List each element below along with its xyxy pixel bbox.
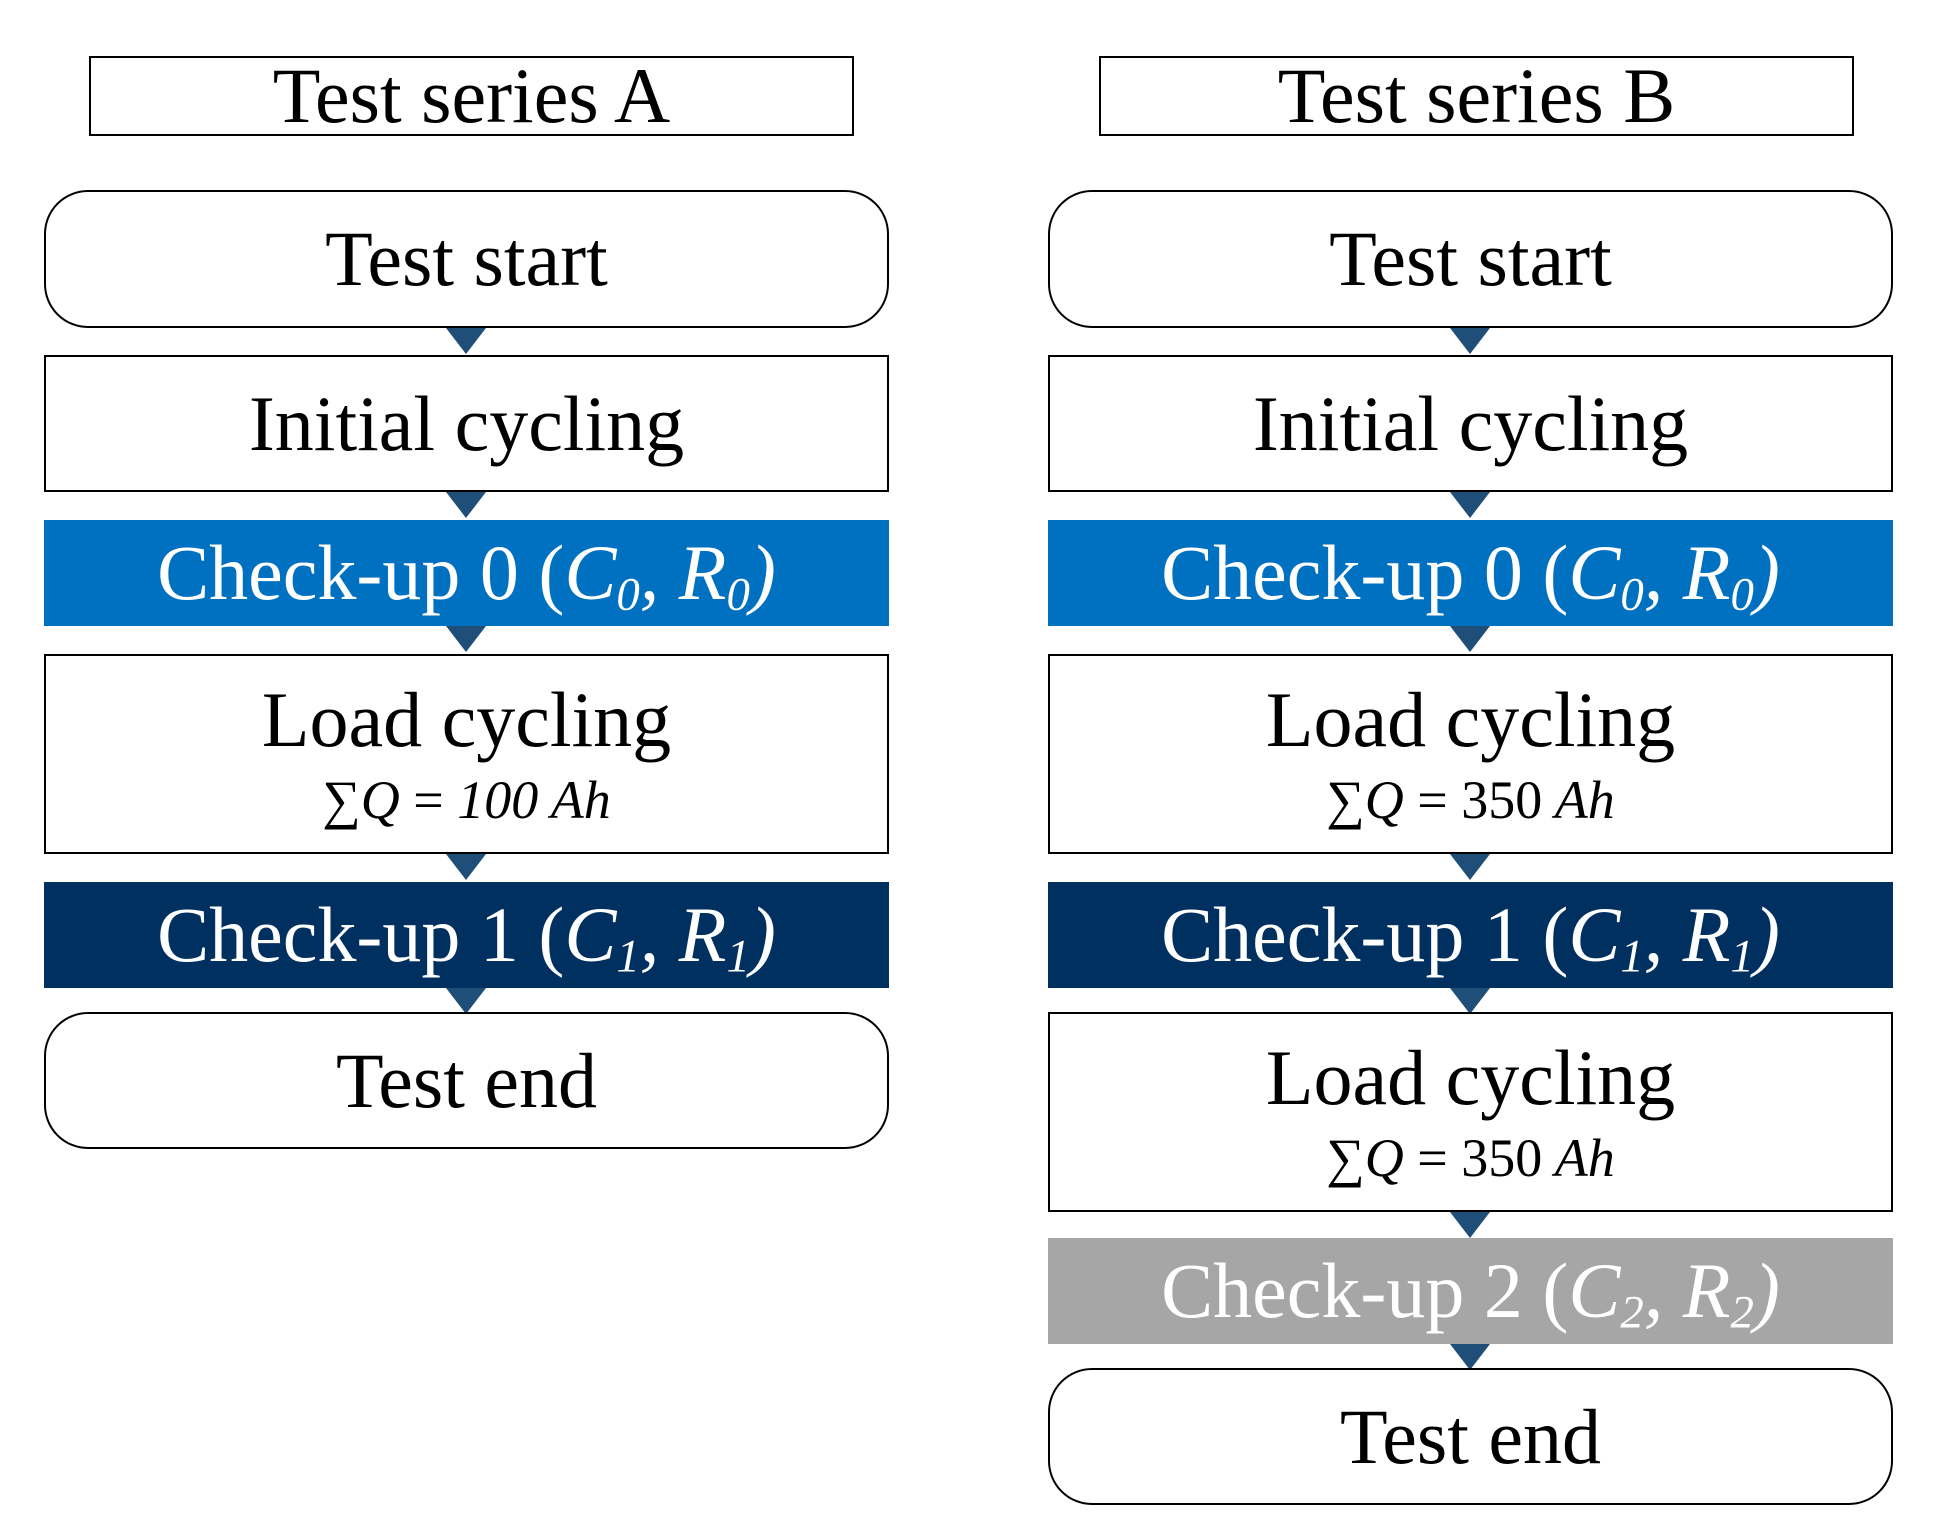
flow-arrow <box>1450 1212 1490 1238</box>
series-b-checkup-2: Check-up 2 (C2, R2) <box>1048 1238 1893 1344</box>
flow-arrow <box>446 328 486 354</box>
flow-arrow <box>446 988 486 1014</box>
series-a-test-end: Test end <box>44 1012 889 1149</box>
series-b-title: Test series B <box>1277 52 1676 139</box>
series-b-checkup-1-label: Check-up 1 (C1, R1) <box>1161 891 1780 983</box>
series-a-test-start: Test start <box>44 190 889 328</box>
flow-arrow <box>1450 988 1490 1014</box>
series-b-test-start-label: Test start <box>1329 215 1612 302</box>
series-b-initial-cycling-label: Initial cycling <box>1252 379 1689 467</box>
series-b-load-cycling-2: Load cycling ∑Q = 350 Ah <box>1048 1012 1893 1212</box>
flow-arrow <box>446 854 486 880</box>
series-a-checkup-0: Check-up 0 (C0, R0) <box>44 520 889 626</box>
series-b-checkup-1: Check-up 1 (C1, R1) <box>1048 882 1893 988</box>
series-a-initial-cycling: Initial cycling <box>44 355 889 492</box>
series-a-title: Test series A <box>272 52 671 139</box>
series-b-checkup-2-label: Check-up 2 (C2, R2) <box>1161 1247 1780 1339</box>
series-b-load-cycling-1: Load cycling ∑Q = 350 Ah <box>1048 654 1893 854</box>
test-series-a-flow: Test series A Test start Initial cycling… <box>44 0 894 1517</box>
test-series-b-flow: Test series B Test start Initial cycling… <box>1048 0 1898 1517</box>
series-b-load-cycling-2-charge: ∑Q = 350 Ah <box>1326 1128 1615 1188</box>
flow-arrow <box>1450 328 1490 354</box>
flow-arrow <box>446 492 486 518</box>
series-b-test-end-label: Test end <box>1340 1392 1601 1480</box>
flow-arrow <box>1450 626 1490 652</box>
flow-arrow <box>1450 492 1490 518</box>
series-b-test-end: Test end <box>1048 1368 1893 1505</box>
series-a-load-cycling-label: Load cycling <box>261 676 672 763</box>
series-b-load-cycling-2-label: Load cycling <box>1265 1034 1676 1121</box>
series-b-checkup-0-label: Check-up 0 (C0, R0) <box>1161 529 1780 621</box>
series-b-load-cycling-1-charge: ∑Q = 350 Ah <box>1326 770 1615 830</box>
series-a-checkup-1: Check-up 1 (C1, R1) <box>44 882 889 988</box>
series-a-test-start-label: Test start <box>325 215 608 302</box>
series-a-checkup-0-label: Check-up 0 (C0, R0) <box>157 529 776 621</box>
series-b-load-cycling-1-label: Load cycling <box>1265 676 1676 763</box>
series-a-load-cycling-charge: ∑Q = 100 Ah <box>322 770 611 830</box>
series-b-test-start: Test start <box>1048 190 1893 328</box>
series-a-load-cycling: Load cycling ∑Q = 100 Ah <box>44 654 889 854</box>
series-a-checkup-1-label: Check-up 1 (C1, R1) <box>157 891 776 983</box>
series-a-title-box: Test series A <box>89 56 854 136</box>
flow-arrow <box>446 626 486 652</box>
series-b-initial-cycling: Initial cycling <box>1048 355 1893 492</box>
series-a-initial-cycling-label: Initial cycling <box>248 379 685 467</box>
series-b-checkup-0: Check-up 0 (C0, R0) <box>1048 520 1893 626</box>
series-a-test-end-label: Test end <box>336 1036 597 1124</box>
flow-arrow <box>1450 1344 1490 1370</box>
series-b-title-box: Test series B <box>1099 56 1854 136</box>
flow-arrow <box>1450 854 1490 880</box>
